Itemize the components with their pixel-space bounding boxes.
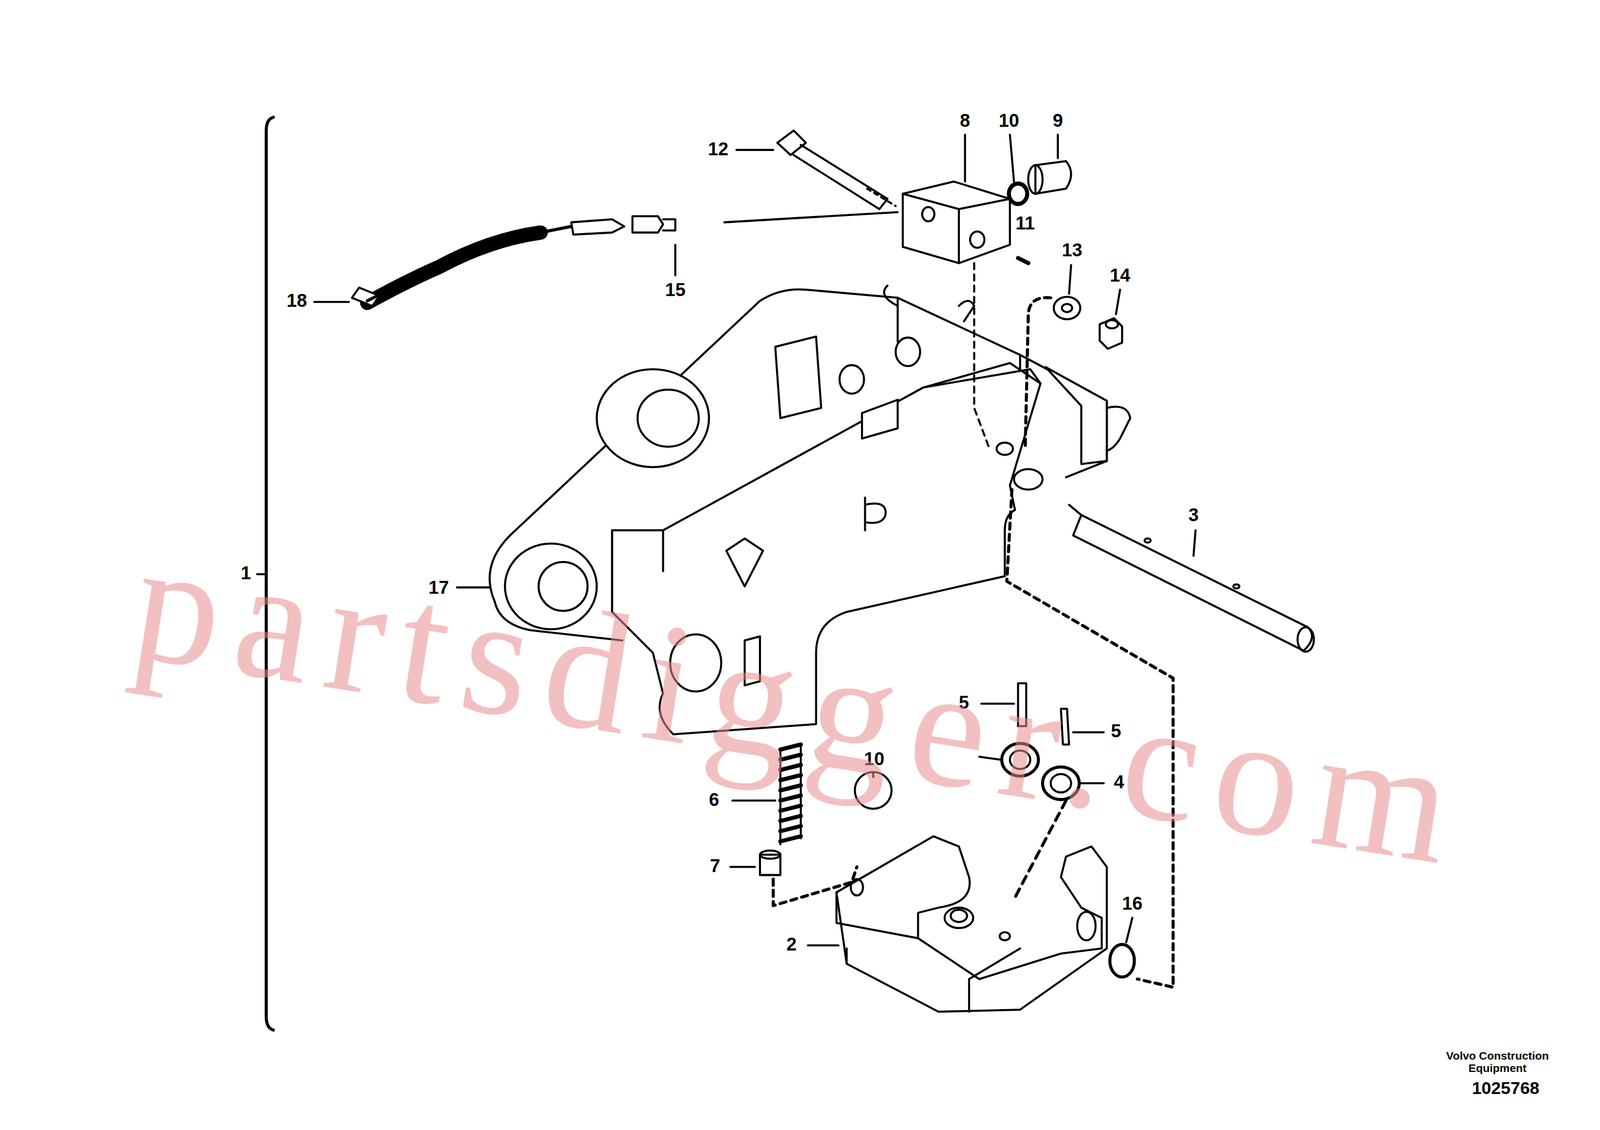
- callout-number: 10: [998, 111, 1020, 132]
- brand-name: Volvo Construction Equipment: [1436, 1049, 1559, 1075]
- callout-number: 18: [286, 291, 307, 313]
- drawing-number: 1025768: [1472, 1079, 1540, 1099]
- callout-number: 11: [1015, 214, 1035, 235]
- callout-number: 6: [708, 790, 720, 812]
- callout-number: 13: [1062, 240, 1083, 262]
- callout-number: 16: [1122, 894, 1143, 916]
- callout-number: 15: [664, 280, 686, 301]
- callout-number: 3: [1188, 506, 1199, 527]
- callout-number: 9: [1052, 111, 1064, 132]
- callout-number: 14: [1109, 266, 1131, 288]
- callout-number: 12: [707, 139, 729, 161]
- callout-number: 2: [786, 935, 797, 957]
- callout-number: 8: [959, 111, 971, 132]
- callout-number: 7: [709, 857, 721, 878]
